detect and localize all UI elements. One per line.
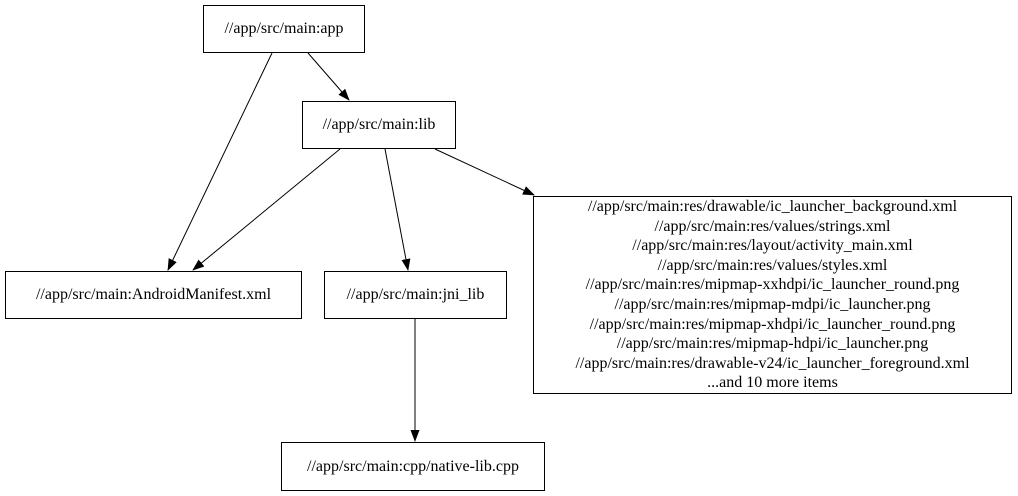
node-label: //app/src/main:cpp/native-lib.cpp [307, 457, 519, 475]
graph-node-jni-lib: //app/src/main:jni_lib [324, 271, 507, 319]
node-label: //app/src/main:res/mipmap-mdpi/ic_launch… [614, 296, 931, 313]
graph-node-native-lib-cpp: //app/src/main:cpp/native-lib.cpp [281, 442, 545, 491]
node-label: //app/src/main:res/mipmap-xhdpi/ic_launc… [589, 315, 956, 333]
node-label: //app/src/main:AndroidManifest.xml [35, 286, 272, 304]
edge-lib-to-resources [434, 148, 535, 196]
node-label: //app/src/main:res/values/strings.xml [654, 217, 891, 235]
node-label: //app/src/main:app [224, 20, 344, 38]
graph-node-android-manifest: //app/src/main:AndroidManifest.xml [5, 271, 302, 319]
node-label: //app/src/main:res/drawable-v24/ic_launc… [575, 354, 970, 372]
node-label: //app/src/main:res/mipmap-xxhdpi/ic_laun… [585, 276, 960, 294]
edge-lib-to-jni-lib [384, 148, 411, 271]
graph-node-lib: //app/src/main:lib [302, 101, 456, 149]
node-label: //app/src/main:res/drawable/ic_launcher_… [587, 198, 958, 216]
node-label: //app/src/main:lib [322, 116, 436, 134]
node-label: //app/src/main:res/values/styles.xml [657, 256, 888, 274]
edge-app-to-lib [307, 52, 350, 101]
edge-app-to-android-manifest [167, 52, 273, 271]
node-label: //app/src/main:res/mipmap-hdpi/ic_launch… [616, 335, 929, 353]
node-label: //app/src/main:res/layout/activity_main.… [632, 237, 913, 255]
node-label: //app/src/main:jni_lib [346, 286, 485, 304]
edge-lib-to-android-manifest [192, 148, 341, 271]
graph-node-resources: //app/src/main:res/drawable/ic_launcher_… [533, 196, 1012, 394]
graph-node-app: //app/src/main:app [203, 5, 365, 53]
node-label: ...and 10 more items [707, 374, 838, 392]
